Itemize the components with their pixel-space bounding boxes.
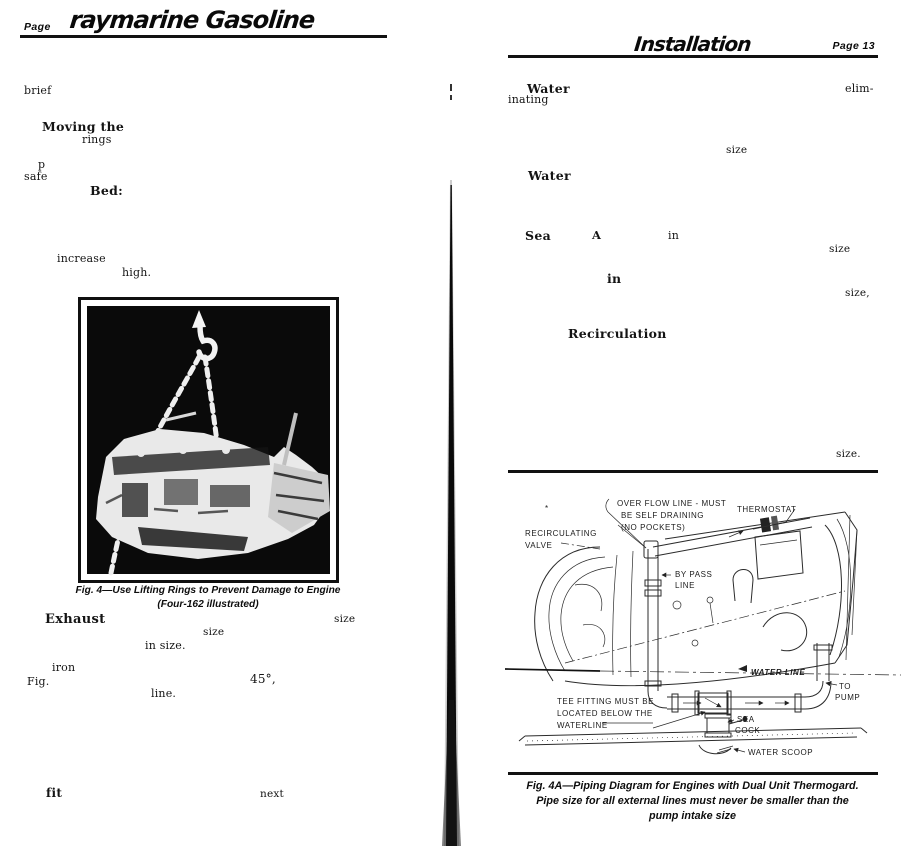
- diagram-label-tee-2: LOCATED BELOW THE: [557, 709, 653, 718]
- diagram-label-bypass-1: BY PASS: [675, 570, 712, 579]
- figure4a-caption-line3: pump intake size: [649, 810, 736, 822]
- text-fragment: Recirculation: [568, 326, 667, 341]
- figure4-caption-line2: (Four-162 illustrated): [157, 599, 259, 610]
- left-page: Page raymarine Gasoline brief Moving the…: [0, 0, 444, 846]
- text-fragment: A: [592, 228, 602, 242]
- text-fragment: Water: [528, 168, 571, 183]
- diagram-label-topump-1: TO: [839, 682, 851, 691]
- diagram-label-overflow-2: BE SELF DRAINING: [621, 511, 704, 520]
- diagram-label-overflow-1: OVER FLOW LINE - MUST: [617, 499, 726, 508]
- engine-sketch: [534, 511, 858, 687]
- figure4-caption: Fig. 4—Use Lifting Rings to Prevent Dama…: [33, 584, 383, 612]
- figure-top-rule: [508, 470, 878, 473]
- text-fragment: p: [38, 158, 46, 171]
- thermostat-fitting: [752, 508, 796, 533]
- diagram-label-bypass-2: LINE: [675, 581, 695, 590]
- text-fragment: Bed:: [90, 183, 124, 198]
- suction-pipe: [667, 643, 833, 713]
- diagram-label-overflow-3: (NO POCKETS): [621, 523, 685, 532]
- text-fragment: Water: [527, 81, 570, 96]
- text-fragment: elim-: [845, 82, 874, 95]
- diagram-label-tee-1: TEE FITTING MUST BE: [557, 697, 654, 706]
- tee-fitting: [694, 690, 732, 716]
- text-fragment: next: [260, 788, 284, 800]
- diagram-label-waterline: WATER LINE: [751, 668, 805, 677]
- text-fragment: Moving the: [42, 119, 125, 134]
- figure4-caption-line1: Fig. 4—Use Lifting Rings to Prevent Dama…: [75, 585, 341, 596]
- text-fragment: in size.: [145, 639, 186, 652]
- text-fragment: size: [203, 626, 225, 638]
- diagram-label-topump-2: PUMP: [835, 693, 860, 702]
- left-page-number-label: Page: [24, 21, 51, 33]
- text-fragment: inating: [508, 93, 549, 106]
- text-fragment: brief: [24, 84, 52, 97]
- text-fragment: size: [726, 144, 748, 156]
- diagram-label-recirculating-2: VALVE: [525, 541, 552, 550]
- right-page: Installation Page 13 Water elim- inating…: [455, 0, 901, 846]
- right-page-number-label: Page 13: [832, 40, 875, 52]
- left-header-rule: [20, 35, 387, 38]
- engine-photo: [78, 297, 339, 583]
- right-page-title: Installation: [633, 32, 752, 56]
- text-fragment: size: [334, 613, 356, 625]
- text-fragment: Sea: [525, 228, 551, 243]
- text-fragment: line.: [151, 687, 177, 700]
- text-fragment: in: [668, 229, 680, 242]
- bypass-pipe: [644, 549, 668, 709]
- diagram-label-recirculating-1: RECIRCULATING: [525, 529, 597, 538]
- figure-bottom-rule: [508, 772, 878, 775]
- water-scoop: [698, 744, 746, 755]
- diagram-asterisk: *: [545, 504, 549, 513]
- text-fragment: rings: [82, 133, 112, 146]
- text-fragment: safe: [24, 170, 48, 183]
- text-fragment: fit: [46, 786, 63, 800]
- text-fragment: Exhaust: [45, 612, 106, 627]
- figure4a-caption-line1: Fig. 4A—Piping Diagram for Engines with …: [526, 780, 859, 792]
- left-page-title: raymarine Gasoline: [68, 6, 316, 34]
- text-fragment: Fig.: [27, 675, 50, 688]
- diagram-label-seacock-1: SEA: [737, 715, 755, 724]
- piping-diagram: * OVER FLOW LINE - MUST BE SELF DRAINING…: [505, 498, 901, 757]
- hull-planking: [518, 727, 868, 746]
- figure4a-caption: Fig. 4A—Piping Diagram for Engines with …: [510, 779, 875, 824]
- text-fragment: in: [607, 271, 622, 286]
- figure4a-caption-line2: Pipe size for all external lines must ne…: [536, 795, 849, 807]
- text-fragment: iron: [52, 661, 76, 674]
- text-fragment: size.: [836, 448, 861, 460]
- text-fragment: high.: [122, 266, 152, 279]
- diagram-label-waterscoop: WATER SCOOP: [748, 748, 813, 757]
- text-fragment: size,: [845, 287, 870, 299]
- lever: [282, 412, 298, 466]
- right-header-rule: [508, 55, 878, 58]
- book-gutter-shadow: [442, 84, 461, 846]
- diagram-label-tee-3: WATERLINE: [557, 721, 608, 730]
- sea-cock-valve: [704, 713, 748, 738]
- diagram-label-thermostat: THERMOSTAT: [737, 505, 796, 514]
- diagram-label-seacock-2: COCK: [735, 726, 760, 735]
- text-fragment: 45°,: [250, 672, 276, 686]
- text-fragment: size: [829, 243, 851, 255]
- waterline: [505, 665, 901, 676]
- text-fragment: increase: [57, 252, 106, 265]
